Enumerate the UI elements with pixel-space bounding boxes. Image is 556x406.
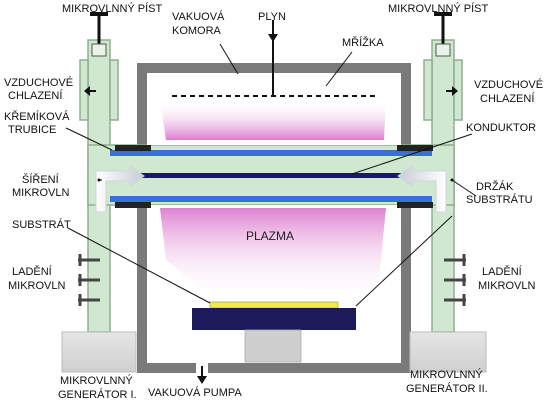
label-tuning-right-1: LADĚNÍ	[482, 265, 523, 278]
label-vacuum-pump: VAKUOVÁ PUMPA	[148, 386, 242, 399]
label-cooling-right-2: CHLAZENÍ	[480, 92, 535, 105]
label-holder-2: SUBSTRÁTU	[466, 193, 533, 206]
air-cooling-arrow-right	[446, 86, 458, 96]
label-piston-right: MIKROVLNNÝ PÍST	[388, 2, 489, 15]
plasma-upper	[160, 100, 386, 140]
vacuum-pump-outlet	[196, 363, 208, 384]
label-piston-left: MIKROVLNNÝ PÍST	[62, 2, 163, 15]
label-tuning-left-1: LADĚNÍ	[12, 265, 53, 278]
tuning-stubs-right	[444, 254, 466, 306]
spread-dot-right	[450, 178, 454, 182]
leader-lines	[65, 43, 477, 307]
holder-stand	[244, 329, 302, 363]
label-cooling-right-1: VZDUCHOVÉ	[474, 78, 543, 91]
label-substrate: SUBSTRÁT	[12, 218, 71, 231]
label-generator-1-line2: GENERÁTOR I.	[58, 388, 137, 401]
label-conductor: KONDUKTOR	[466, 122, 536, 134]
label-generator-1-line1: MIKROVLNNÝ	[60, 374, 133, 387]
label-tuning-left-2: MIKROVLN	[8, 280, 66, 292]
substrate	[209, 301, 339, 309]
labels: MIKROVLNNÝ PÍST VAKUOVÁ KOMORA PLYN MŘÍŽ…	[4, 2, 543, 401]
microwave-spread-arrow-left	[95, 165, 145, 213]
label-grid: MŘÍŽKA	[342, 36, 384, 49]
microwave-generator-2	[409, 331, 487, 373]
plasma-lower	[160, 208, 386, 300]
label-cooling-left-1: VZDUCHOVÉ	[4, 76, 73, 89]
label-holder-1: DRŽÁK	[476, 180, 514, 193]
chamber-flanges	[115, 145, 433, 208]
tuning-stubs-left	[78, 254, 100, 306]
spread-dot-left	[97, 178, 101, 182]
label-spread-1: ŠÍŘENÍ	[22, 173, 60, 186]
label-quartz-1: KŘEMÍKOVÁ	[4, 110, 70, 123]
left-microwave-piston	[90, 12, 108, 57]
quartz-tube	[110, 150, 432, 202]
label-tuning-right-2: MIKROVLN	[478, 280, 536, 292]
label-generator-2-line1: MIKROVLNNÝ	[410, 368, 483, 381]
microwave-spread-arrow-right	[397, 165, 447, 213]
label-generator-2-line2: GENERÁTOR II.	[406, 382, 488, 395]
right-microwave-piston	[434, 12, 452, 57]
label-plasma: PLAZMA	[246, 229, 294, 243]
conductor	[110, 173, 432, 178]
microwave-generator-1	[61, 331, 137, 373]
label-spread-2: MIKROVLN	[12, 187, 70, 199]
label-gas: PLYN	[258, 11, 286, 23]
air-cooling-arrow-left	[84, 86, 96, 96]
label-chamber-1: VAKUOVÁ	[172, 10, 225, 23]
gas-inlet	[268, 20, 278, 96]
label-quartz-2: TRUBICE	[8, 124, 56, 136]
label-chamber-2: KOMORA	[172, 25, 222, 37]
substrate-holder	[192, 308, 356, 330]
label-cooling-left-2: CHLAZENÍ	[8, 89, 63, 102]
